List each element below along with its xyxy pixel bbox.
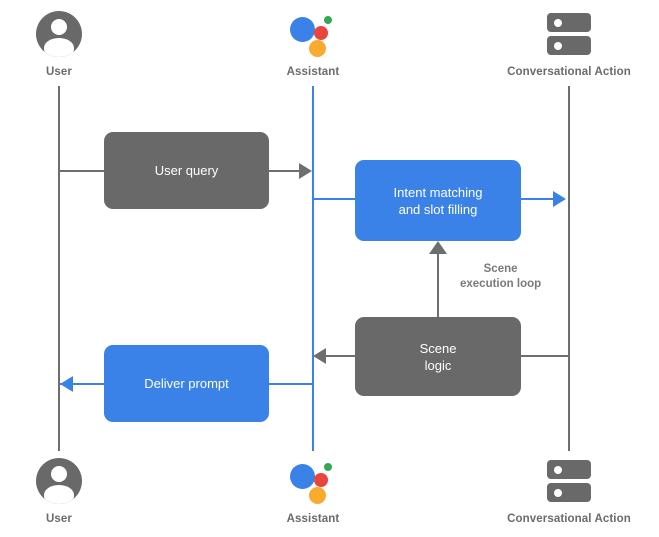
server-led-top xyxy=(554,18,562,27)
assistant-dot-green-icon xyxy=(324,463,332,471)
assistant-dot-red-icon xyxy=(314,473,328,487)
user-avatar-icon-slot-bottom xyxy=(0,455,139,507)
assistant-dot-yellow-icon xyxy=(309,487,326,504)
server-stack-icon xyxy=(547,11,591,57)
google-assistant-dots-icon-slot-bottom xyxy=(233,455,393,507)
assistant-dot-blue-icon xyxy=(290,464,315,489)
actor-conversational-action-top: Conversational Action xyxy=(489,8,649,79)
google-assistant-dots-icon xyxy=(290,458,336,504)
actor-label-assistant-bottom: Assistant xyxy=(286,513,340,525)
user-avatar-body xyxy=(44,485,74,504)
server-bar-bottom xyxy=(547,36,591,55)
user-avatar-head xyxy=(51,466,67,482)
arrowhead-scene-logic-to-intent-matching xyxy=(429,241,447,254)
google-assistant-dots-icon xyxy=(290,11,336,57)
connector-scene-logic-to-intent-matching xyxy=(437,253,439,318)
assistant-dot-green-icon xyxy=(324,16,332,24)
user-avatar-icon xyxy=(36,11,82,57)
step-scene-logic-line1: Scene xyxy=(419,340,457,356)
connector-user-to-user-query xyxy=(58,170,106,172)
server-bar-top xyxy=(547,460,591,479)
server-stack-icon-slot-bottom xyxy=(489,455,649,507)
server-bar-top xyxy=(547,13,591,32)
step-user-query: User query xyxy=(104,132,269,209)
connector-deliver-prompt-to-user xyxy=(60,383,106,385)
actor-label-conversational-action-top: Conversational Action xyxy=(507,66,631,78)
step-deliver-prompt: Deliver prompt xyxy=(104,345,269,422)
arrowhead-intent-matching-to-conversational-action xyxy=(553,191,566,207)
server-led-bottom xyxy=(554,488,562,497)
step-intent-matching-line1: Intent matching xyxy=(393,184,483,200)
connector-assistant-to-deliver-prompt xyxy=(269,383,314,385)
step-user-query-label: User query xyxy=(154,163,219,178)
assistant-dot-red-icon xyxy=(314,26,328,40)
user-avatar-head xyxy=(51,19,67,35)
actor-label-user-bottom: User xyxy=(46,513,72,525)
lifeline-conversational-action xyxy=(568,86,570,451)
user-avatar-icon xyxy=(36,458,82,504)
server-bar-bottom xyxy=(547,483,591,502)
step-intent-matching-label: Intent matching and slot filling xyxy=(394,184,483,218)
actor-label-assistant-top: Assistant xyxy=(286,66,340,78)
annotation-scene-execution-loop: Scene execution loop xyxy=(460,262,541,292)
lifeline-user xyxy=(58,86,60,451)
actor-conversational-action-bottom: Conversational Action xyxy=(489,455,649,526)
actor-label-conversational-action-bottom: Conversational Action xyxy=(507,513,631,525)
step-scene-logic: Scene logic xyxy=(355,317,521,396)
connector-conversational-action-to-scene-logic xyxy=(521,355,569,357)
actor-assistant-bottom: Assistant xyxy=(233,455,393,526)
arrowhead-scene-logic-to-assistant xyxy=(313,348,326,364)
assistant-dot-blue-icon xyxy=(290,17,315,42)
user-avatar-icon-slot-top xyxy=(0,8,139,60)
step-scene-logic-line2: logic xyxy=(424,357,452,373)
arrowhead-user-query-to-assistant xyxy=(299,163,312,179)
annotation-scene-execution-loop-line2: execution loop xyxy=(460,278,542,290)
step-intent-matching: Intent matching and slot filling xyxy=(355,160,521,241)
connector-assistant-to-intent-matching xyxy=(312,198,357,200)
assistant-dot-yellow-icon xyxy=(309,40,326,57)
google-assistant-dots-icon-slot-top xyxy=(233,8,393,60)
step-intent-matching-line2: and slot filling xyxy=(398,201,478,217)
server-led-bottom xyxy=(554,41,562,50)
actor-label-user-top: User xyxy=(46,66,72,78)
server-stack-icon-slot-top xyxy=(489,8,649,60)
user-avatar-body xyxy=(44,38,74,57)
connector-user-query-to-assistant xyxy=(269,170,301,172)
step-scene-logic-label: Scene logic xyxy=(420,340,457,374)
actor-user-bottom: User xyxy=(0,455,139,526)
lifeline-assistant xyxy=(312,86,314,451)
annotation-scene-execution-loop-line1: Scene xyxy=(483,263,518,275)
step-deliver-prompt-label: Deliver prompt xyxy=(144,376,229,391)
actor-assistant-top: Assistant xyxy=(233,8,393,79)
server-stack-icon xyxy=(547,458,591,504)
actor-user-top: User xyxy=(0,8,139,79)
connector-intent-matching-to-conversational-action xyxy=(521,198,564,200)
connector-scene-logic-to-assistant xyxy=(325,355,355,357)
server-led-top xyxy=(554,465,562,474)
arrowhead-deliver-prompt-to-user xyxy=(60,376,73,392)
